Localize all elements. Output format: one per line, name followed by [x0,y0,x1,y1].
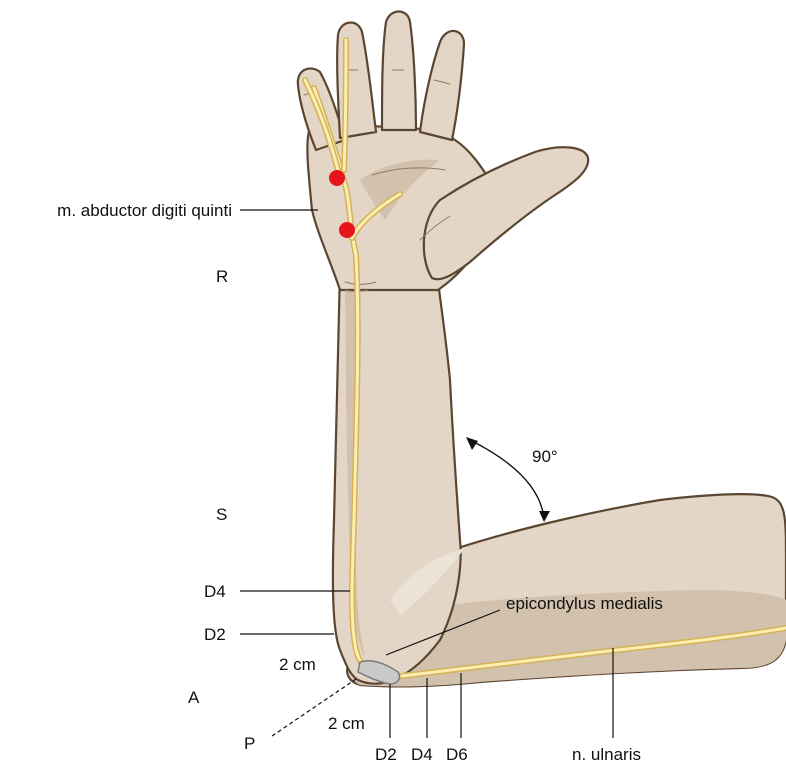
label-S: S [216,505,227,524]
label-cm-lower: 2 cm [328,714,365,733]
label-A: A [188,688,200,707]
finger-middle [382,12,416,131]
arm-illustration [298,12,786,687]
finger-index [420,31,464,140]
label-P: P [244,734,255,753]
label-D2-bottom: D2 [375,745,397,764]
electrode-recording [329,170,345,186]
label-R: R [216,267,228,286]
label-D2-left: D2 [204,625,226,644]
label-D6-bottom: D6 [446,745,468,764]
label-D4-left: D4 [204,582,226,601]
label-cm-upper: 2 cm [279,655,316,674]
label-epicondyle: epicondylus medialis [506,594,663,613]
label-D4-bottom: D4 [411,745,433,764]
label-muscle: m. abductor digiti quinti [57,201,232,220]
label-nerve: n. ulnaris [572,745,641,764]
label-angle: 90° [532,447,558,466]
electrode-reference [339,222,355,238]
